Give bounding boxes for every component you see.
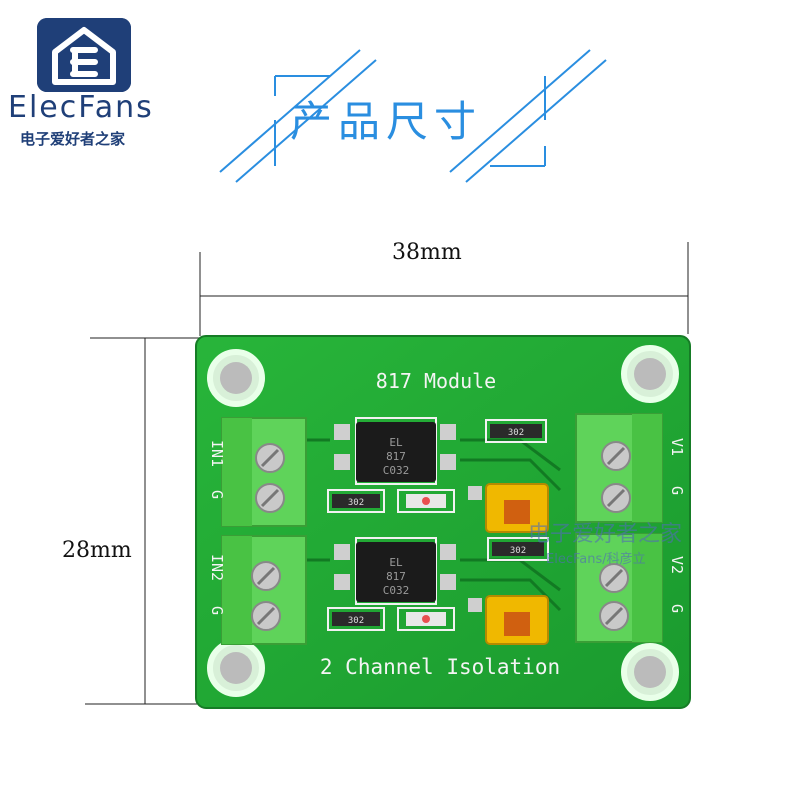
pin-label-g-left-top: G xyxy=(208,490,226,499)
chip2-marking-1: EL xyxy=(389,556,403,569)
logo-badge xyxy=(37,18,131,92)
pin-label-g-left-bottom: G xyxy=(208,606,226,615)
smd-components xyxy=(327,419,549,631)
mounting-holes xyxy=(207,345,679,701)
logo-subtitle: 电子爱好者之家 xyxy=(20,130,126,148)
pin-label-g-right-bottom: G xyxy=(668,604,686,613)
terminal-block-right-top xyxy=(575,413,663,523)
pin-label-g-right-top: G xyxy=(668,486,686,495)
optocoupler-chip-2 xyxy=(334,537,456,605)
optocoupler-chip-1 xyxy=(334,417,456,485)
chip2-marking-2: 817 xyxy=(386,570,406,583)
pin-label-in2: IN2 xyxy=(208,554,226,581)
board-title: 817 Module xyxy=(376,369,496,393)
width-dimension-label: 38mm xyxy=(392,240,462,265)
terminal-block-right-bottom xyxy=(575,533,663,643)
pin-label-in1: IN1 xyxy=(208,440,226,467)
house-e-logo-icon xyxy=(37,18,131,92)
section-title: 产品尺寸 xyxy=(290,97,483,146)
height-dimension-label: 28mm xyxy=(62,538,132,563)
resistor-marking-4: 302 xyxy=(348,616,364,626)
terminal-block-left-bottom xyxy=(221,535,307,645)
pin-label-v2: V2 xyxy=(668,556,686,574)
logo-name: ElecFans xyxy=(8,90,154,125)
title-decoration xyxy=(219,49,607,183)
chip1-marking-2: 817 xyxy=(386,450,406,463)
jumper-1 xyxy=(468,483,549,533)
watermark-cn: 电子爱好者之家 xyxy=(528,522,683,547)
resistor-marking-2: 302 xyxy=(348,498,364,508)
jumper-2 xyxy=(468,595,549,645)
watermark-en: ElecFans/科彦立 xyxy=(546,552,646,567)
terminal-block-left-top xyxy=(221,417,307,527)
resistor-marking-3: 302 xyxy=(510,546,526,556)
board-subtitle: 2 Channel Isolation xyxy=(320,655,560,679)
pin-label-v1: V1 xyxy=(668,438,686,456)
chip1-marking-1: EL xyxy=(389,436,403,449)
chip2-marking-3: C032 xyxy=(383,584,410,597)
resistor-marking-1: 302 xyxy=(508,428,524,438)
chip1-marking-3: C032 xyxy=(383,464,410,477)
